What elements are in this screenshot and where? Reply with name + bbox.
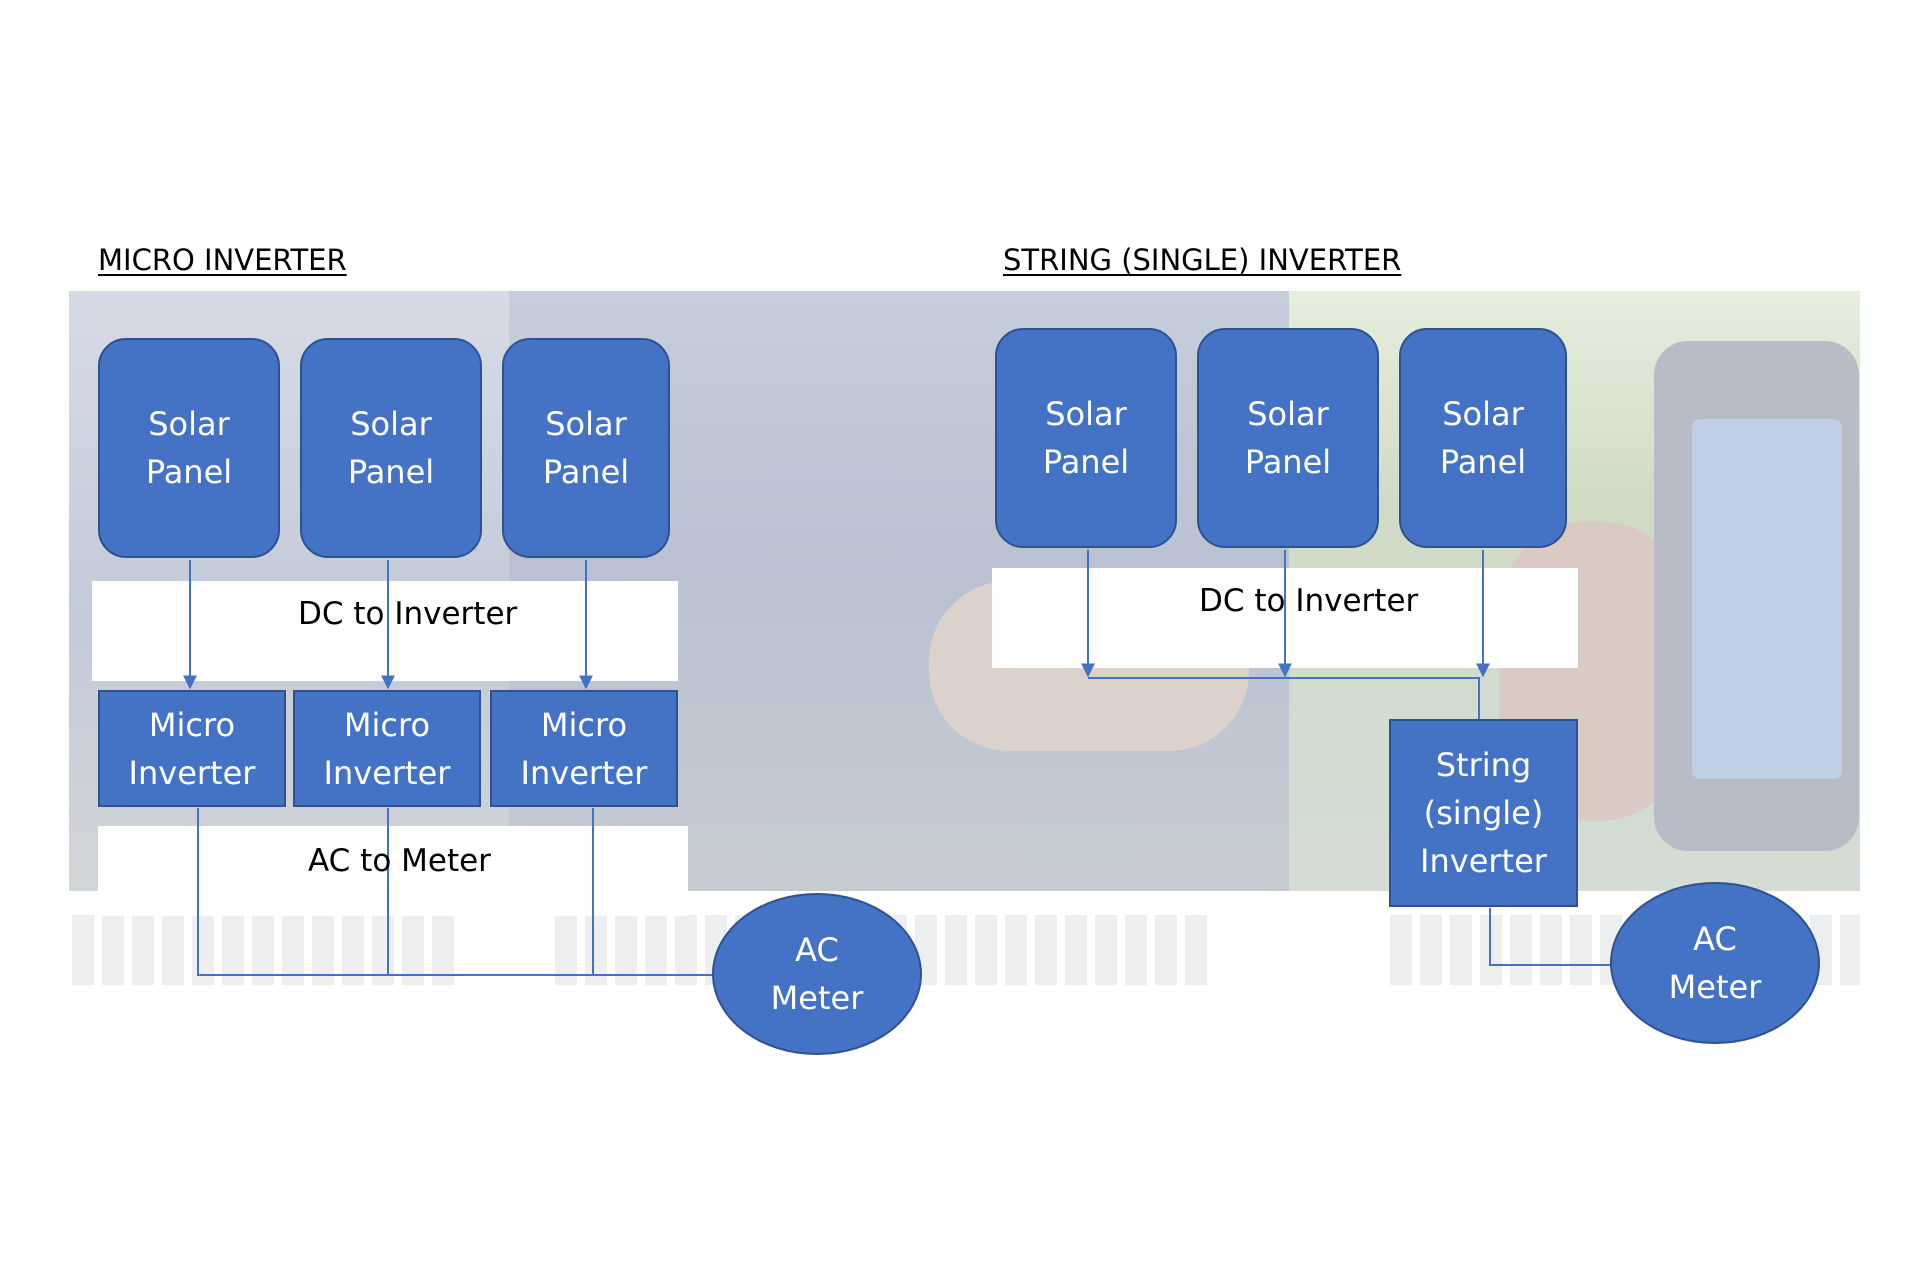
- dc-to-inverter-label-micro: DC to Inverter: [298, 596, 518, 632]
- string-inverter-title: STRING (SINGLE) INVERTER: [1003, 243, 1402, 277]
- micro-inverter-3: Micro Inverter: [490, 690, 678, 807]
- solar-panel-string-2: Solar Panel: [1197, 328, 1379, 548]
- solar-panel-string-3: Solar Panel: [1399, 328, 1567, 548]
- solar-panel-micro-3: Solar Panel: [502, 338, 670, 558]
- micro-inverter-title: MICRO INVERTER: [98, 243, 347, 277]
- solar-panel-string-1: Solar Panel: [995, 328, 1177, 548]
- background-phone-screen: [1692, 419, 1842, 779]
- ac-meter-string: AC Meter: [1610, 882, 1820, 1044]
- micro-inverter-2: Micro Inverter: [293, 690, 481, 807]
- string-inverter: String (single) Inverter: [1389, 719, 1578, 907]
- ac-to-meter-label-micro: AC to Meter: [308, 843, 491, 879]
- micro-inverter-1: Micro Inverter: [98, 690, 286, 807]
- ac-wire-string: [1489, 908, 1612, 966]
- dc-to-inverter-label-string: DC to Inverter: [1199, 583, 1419, 619]
- solar-panel-micro-1: Solar Panel: [98, 338, 280, 558]
- ac-meter-micro: AC Meter: [712, 893, 922, 1055]
- solar-panel-micro-2: Solar Panel: [300, 338, 482, 558]
- ac-wire-micro-1: [197, 808, 715, 976]
- ac-label-area-micro: [98, 826, 688, 916]
- dc-bus-string: [1088, 677, 1480, 720]
